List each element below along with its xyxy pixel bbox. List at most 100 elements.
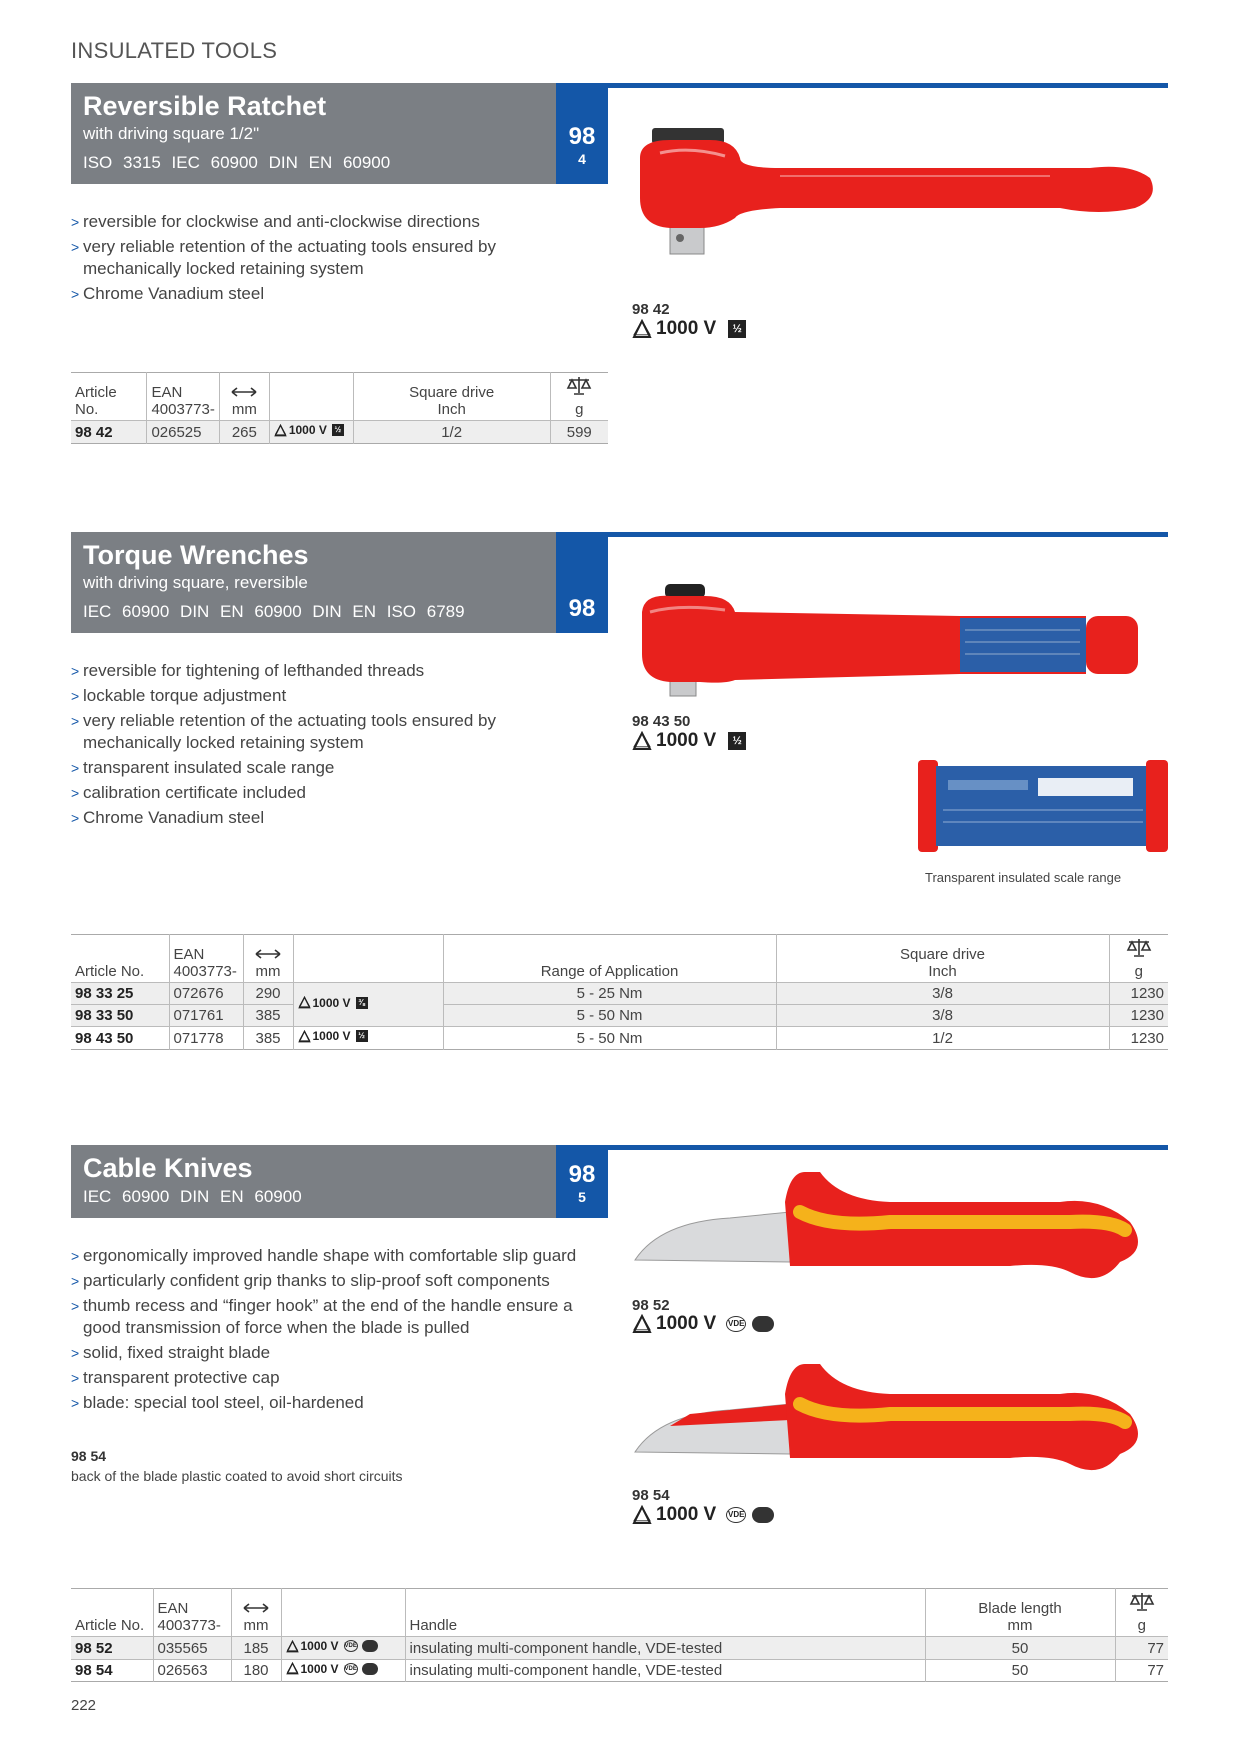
col-handle: Handle	[404, 1588, 925, 1637]
section-norms: ISO 3315 IEC 60900 DIN EN 60900	[83, 153, 391, 172]
header-text: g	[1134, 963, 1143, 980]
col-article: Article No.	[71, 1589, 153, 1637]
section-subnumber: 5	[578, 1189, 586, 1205]
feature-item: thumb recess and “finger hook” at the en…	[71, 1295, 573, 1339]
cell-weight: 599	[549, 420, 608, 443]
ratchet-image	[640, 128, 1153, 255]
header-text: mm	[243, 1617, 269, 1634]
cell-length: 180	[230, 1659, 281, 1682]
drive-size-icon: ½	[355, 1030, 368, 1042]
voltage-value: 1000 V	[656, 1504, 717, 1525]
feature-item: very reliable retention of the actuating…	[71, 236, 523, 280]
section-header-torque: Torque Wrenches with driving square, rev…	[71, 532, 556, 633]
header-text: Range of Application	[540, 963, 679, 980]
gs-mark-icon	[752, 1316, 775, 1332]
cell-blade-length: 50	[924, 1659, 1115, 1682]
cell-weight: 1230	[1108, 1004, 1168, 1027]
vde-certified-icon: VDE	[726, 1507, 747, 1523]
gs-mark-icon	[361, 1662, 378, 1675]
feature-item: reversible for tightening of lefthanded …	[71, 660, 591, 682]
scale-detail-image	[918, 760, 1168, 852]
section-number-badge: 98	[556, 532, 608, 633]
high-voltage-icon	[286, 1662, 299, 1675]
header-text: Blade length	[978, 1600, 1062, 1617]
section-number: 98	[568, 123, 596, 150]
weight-scale-icon	[1126, 937, 1152, 959]
section-subtitle: with driving square 1/2"	[83, 124, 260, 143]
category-title: INSULATED TOOLS	[71, 38, 278, 63]
table-row: 98 33 50 071761 385 5 - 50 Nm 3/8 1230	[71, 1004, 1168, 1027]
drive-size-icon: ½	[728, 732, 747, 750]
drive-size-icon: ⅜	[355, 996, 368, 1009]
section-rule	[608, 83, 1168, 88]
gs-mark-icon	[361, 1640, 378, 1652]
feature-item: calibration certificate included	[71, 782, 591, 804]
col-weight: g	[549, 372, 608, 421]
section-rule	[608, 1145, 1168, 1150]
cell-ean: 026563	[152, 1659, 231, 1682]
note-label: 98 54	[71, 1448, 107, 1464]
voltage-rating: 1000 V VDE	[632, 1504, 775, 1526]
drive-size-icon: ½	[331, 424, 344, 436]
voltage-value: 1000 V	[312, 1029, 351, 1043]
cell-article: 98 43 50	[75, 1029, 134, 1047]
cell-handle: insulating multi-component handle, VDE-t…	[404, 1659, 925, 1682]
header-text: EAN	[151, 384, 183, 401]
cell-ean: 071761	[168, 1004, 243, 1027]
page-number: 222	[71, 1697, 97, 1714]
high-voltage-icon	[632, 319, 652, 339]
cell-length: 290	[242, 982, 293, 1005]
header-text: Article No.	[75, 1617, 145, 1634]
cell-square-drive: 3/8	[775, 982, 1109, 1005]
col-voltage	[268, 372, 354, 421]
high-voltage-icon	[632, 1314, 652, 1334]
product-label: 98 52	[632, 1297, 670, 1314]
section-header-ratchet: Reversible Ratchet with driving square 1…	[71, 83, 556, 184]
feature-item: transparent insulated scale range	[71, 757, 591, 779]
drive-size-icon: ½	[728, 320, 747, 338]
cell-voltage: 1000 V ½	[292, 1026, 443, 1049]
high-voltage-icon	[286, 1640, 299, 1653]
cell-article: 98 33 50	[75, 1007, 134, 1024]
section-subtitle: with driving square, reversible	[83, 573, 308, 592]
feature-list: reversible for clockwise and anti-clockw…	[71, 211, 591, 308]
cell-weight: 1230	[1108, 1026, 1168, 1049]
cable-knife-image-9854	[634, 1364, 1138, 1471]
voltage-value: 1000 V	[300, 1661, 339, 1676]
section-header-knives: Cable Knives IEC 60900 DIN EN 60900	[71, 1145, 556, 1218]
length-arrows-icon	[243, 1603, 269, 1613]
col-range: Range of Application	[442, 934, 776, 983]
voltage-value: 1000 V	[656, 730, 717, 751]
section-norms: IEC 60900 DIN EN 60900	[83, 1187, 302, 1206]
image-caption: Transparent insulated scale range	[925, 870, 1122, 885]
feature-item: Chrome Vanadium steel	[71, 807, 591, 829]
product-label: 98 43 50	[632, 713, 691, 730]
gs-mark-icon	[752, 1507, 775, 1523]
cell-article: 98 33 25	[75, 985, 134, 1002]
header-text: mm	[255, 963, 281, 980]
header-text: mm	[1007, 1617, 1033, 1634]
section-rule	[608, 532, 1168, 537]
feature-item: very reliable retention of the actuating…	[71, 710, 523, 754]
cell-length: 385	[242, 1026, 293, 1049]
cell-ean: 072676	[168, 982, 243, 1005]
product-label: 98 42	[632, 301, 670, 318]
cell-handle: insulating multi-component handle, VDE-t…	[404, 1636, 925, 1659]
high-voltage-icon	[632, 1505, 652, 1525]
feature-item: blade: special tool steel, oil-hardened	[71, 1392, 591, 1414]
weight-scale-icon	[566, 375, 592, 397]
vde-certified-icon: VDE	[343, 1640, 358, 1652]
section-title: Torque Wrenches	[83, 540, 309, 570]
header-text: g	[575, 401, 584, 418]
feature-item: solid, fixed straight blade	[71, 1342, 591, 1364]
